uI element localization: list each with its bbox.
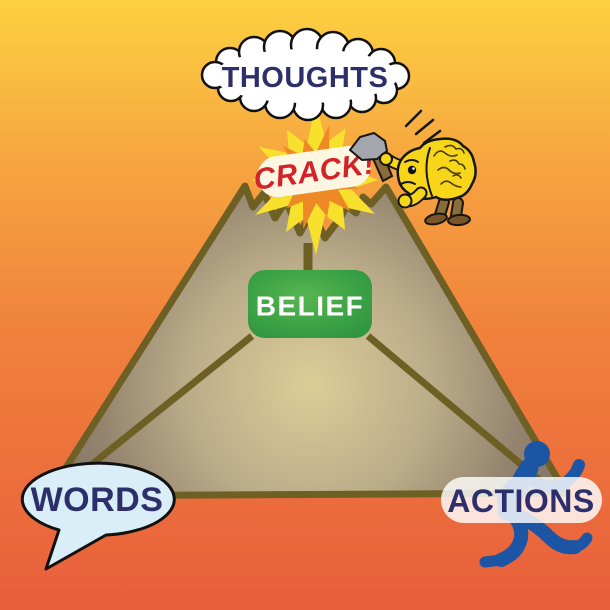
brain-shoe-left: [424, 212, 448, 226]
thought-cloud: THOUGHTS: [200, 27, 411, 122]
brain-fist2: [397, 193, 413, 209]
brain-face-divider: [425, 147, 433, 197]
speech-bubble: [20, 461, 176, 571]
belief-mountain: [44, 182, 570, 500]
hammer-head: [348, 131, 389, 162]
brain-eyebrow: [404, 159, 419, 163]
brain-character: [348, 109, 477, 227]
line-belief-to-actions: [365, 333, 545, 485]
brain-fist: [379, 152, 393, 166]
belief-badge-bg: [248, 270, 372, 338]
brain-mouth: [400, 181, 416, 185]
crack-pill: [257, 145, 371, 198]
mountain-shape: [44, 182, 570, 500]
cloud-core: [214, 49, 398, 103]
words-speech-bubble: WORDS: [20, 461, 176, 571]
line-belief-to-words: [67, 333, 255, 485]
brain-squiggles: [433, 144, 466, 188]
brain-eye: [407, 165, 417, 175]
actions-pill: [441, 477, 602, 523]
crack-starburst: CRACK!: [252, 102, 378, 255]
brain-shoe-right: [447, 213, 471, 227]
brain-eye-glint: [412, 167, 415, 170]
connector-lines: [67, 243, 545, 485]
actions-label: ACTIONS: [447, 483, 595, 519]
words-label: WORDS: [31, 481, 164, 519]
brain-body: [396, 137, 477, 201]
actions-group: ACTIONS: [441, 441, 602, 568]
belief-badge: BELIEF: [248, 270, 372, 338]
thoughts-label: THOUGHTS: [222, 62, 389, 94]
belief-label: BELIEF: [256, 291, 365, 322]
hammer-icon: [348, 131, 394, 183]
